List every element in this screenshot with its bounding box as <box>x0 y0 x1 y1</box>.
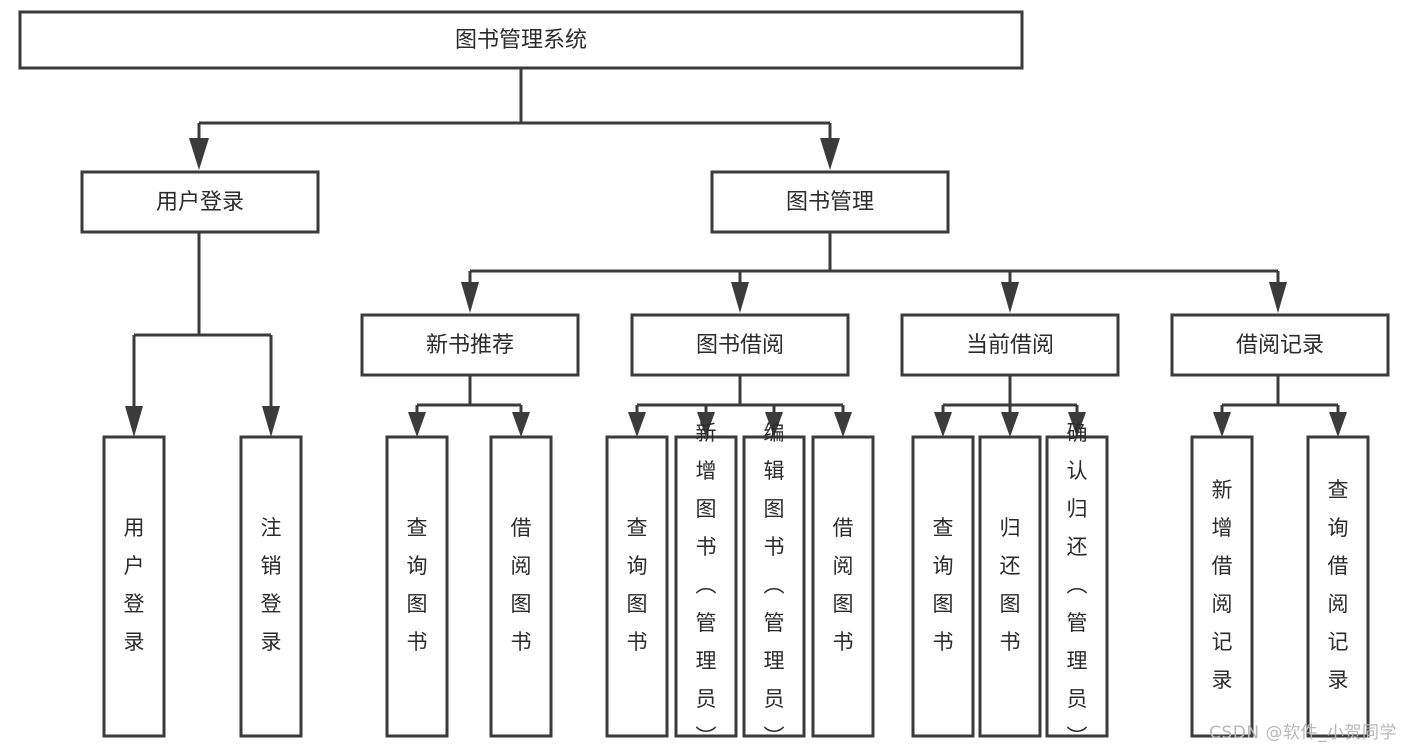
arrow-head-icon <box>934 412 952 437</box>
arrow-head-icon <box>262 406 280 437</box>
node-box[interactable] <box>911 435 975 738</box>
node-leaf-book-borrow-edit[interactable]: 编辑图书︵管理员︶ <box>742 421 806 747</box>
arrow-head-icon <box>820 138 840 170</box>
node-box[interactable] <box>811 435 875 738</box>
node-label: 查询图书 <box>407 516 428 654</box>
node-root-system[interactable]: 图书管理系统 <box>18 10 1024 70</box>
arrow-head-icon <box>1269 282 1287 313</box>
node-box[interactable] <box>710 170 950 234</box>
node-label: 查询图书 <box>933 516 954 654</box>
node-box[interactable] <box>489 435 553 738</box>
node-leaf-current-borrow-query[interactable]: 查询图书 <box>911 435 975 738</box>
node-leaf-user-login-login[interactable]: 用户登录 <box>102 435 166 738</box>
node-label: 确认归还︵管理员︶ <box>1067 421 1088 747</box>
node-box[interactable] <box>674 435 738 738</box>
node-box[interactable] <box>360 313 580 377</box>
node-box[interactable] <box>978 435 1042 738</box>
node-borrow-record[interactable]: 借阅记录 <box>1170 313 1390 377</box>
arrow-head-icon <box>408 412 426 437</box>
node-leaf-current-borrow-return[interactable]: 归还图书 <box>978 435 1042 738</box>
node-leaf-borrow-record-add[interactable]: 新增借阅记录 <box>1190 435 1254 738</box>
arrow-head-icon <box>1001 412 1019 437</box>
node-leaf-new-book-query[interactable]: 查询图书 <box>385 435 449 738</box>
node-box[interactable] <box>385 435 449 738</box>
node-box[interactable] <box>1190 435 1254 738</box>
node-label: 图书管理 <box>786 190 874 215</box>
node-book-borrow[interactable]: 图书借阅 <box>630 313 850 377</box>
node-label: 新增图书︵管理员︶ <box>696 421 717 747</box>
arrow-head-icon <box>1329 412 1347 437</box>
node-current-borrow[interactable]: 当前借阅 <box>900 313 1120 377</box>
node-box[interactable] <box>900 313 1120 377</box>
node-leaf-book-borrow-add[interactable]: 新增图书︵管理员︶ <box>674 421 738 747</box>
node-box[interactable] <box>102 435 166 738</box>
node-box[interactable] <box>742 435 806 738</box>
connector-group-bookmgmt-to-level3 <box>461 232 1287 313</box>
connector-group-newbook-to-leaves <box>408 375 530 437</box>
node-label: 新书推荐 <box>426 333 514 358</box>
connector-group-borrowrecord-to-leaves <box>1213 375 1347 437</box>
node-label: 注销登录 <box>261 516 282 654</box>
arrow-head-icon <box>125 406 143 437</box>
arrow-head-icon <box>834 412 852 437</box>
csdn-watermark: CSDN @软件_小贺同学 <box>1209 723 1397 743</box>
node-label: 查询借阅记录 <box>1328 478 1349 692</box>
node-box[interactable] <box>1045 435 1109 738</box>
node-label: 借阅图书 <box>511 516 532 654</box>
node-leaf-user-login-logout[interactable]: 注销登录 <box>239 435 303 738</box>
node-label: 当前借阅 <box>966 333 1054 358</box>
arrow-head-icon <box>1213 412 1231 437</box>
node-leaf-borrow-record-query[interactable]: 查询借阅记录 <box>1306 435 1370 738</box>
node-user-login[interactable]: 用户登录 <box>80 170 320 234</box>
node-label: 借阅记录 <box>1236 333 1324 358</box>
node-new-book-recommend[interactable]: 新书推荐 <box>360 313 580 377</box>
arrow-head-icon <box>765 412 783 437</box>
connector-group-bookborrow-to-leaves <box>628 375 852 437</box>
node-label: 归还图书 <box>1000 516 1021 654</box>
arrow-head-icon <box>697 412 715 437</box>
node-box[interactable] <box>1170 313 1390 377</box>
arrow-head-icon <box>1001 282 1019 313</box>
node-leaf-book-borrow-borrow[interactable]: 借阅图书 <box>811 435 875 738</box>
arrow-head-icon <box>731 282 749 313</box>
node-box[interactable] <box>605 435 669 738</box>
node-box[interactable] <box>1306 435 1370 738</box>
node-label: 编辑图书︵管理员︶ <box>764 421 785 747</box>
arrow-head-icon <box>189 138 209 170</box>
node-label: 新增借阅记录 <box>1212 478 1233 692</box>
node-label: 借阅图书 <box>833 516 854 654</box>
arrow-head-icon <box>1068 412 1086 437</box>
node-leaf-new-book-borrow[interactable]: 借阅图书 <box>489 435 553 738</box>
arrow-head-icon <box>461 282 479 313</box>
node-label: 图书借阅 <box>696 333 784 358</box>
node-book-management[interactable]: 图书管理 <box>710 170 950 234</box>
node-box[interactable] <box>18 10 1024 70</box>
node-leaf-current-borrow-confirm[interactable]: 确认归还︵管理员︶ <box>1045 421 1109 747</box>
connector-group-root-to-level2 <box>189 68 840 170</box>
node-label: 图书管理系统 <box>455 28 587 53</box>
node-label: 用户登录 <box>124 516 145 654</box>
node-box[interactable] <box>80 170 320 234</box>
node-box[interactable] <box>239 435 303 738</box>
node-leaf-book-borrow-query[interactable]: 查询图书 <box>605 435 669 738</box>
arrow-head-icon <box>628 412 646 437</box>
connector-group-currentborrow-to-leaves <box>934 375 1086 437</box>
arrow-head-icon <box>512 412 530 437</box>
node-label: 查询图书 <box>627 516 648 654</box>
node-box[interactable] <box>630 313 850 377</box>
connector-group-userlogin-to-leaves <box>125 232 280 437</box>
node-label: 用户登录 <box>156 190 244 215</box>
